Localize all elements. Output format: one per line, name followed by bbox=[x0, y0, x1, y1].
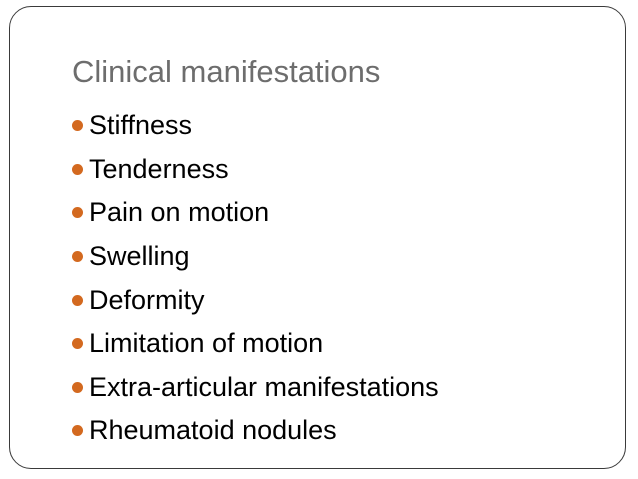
slide-title: Clinical manifestations bbox=[72, 54, 381, 89]
bullet-item-tenderness: Tenderness bbox=[72, 148, 439, 192]
bullet-label: Pain on motion bbox=[89, 197, 270, 228]
bullet-label: Rheumatoid nodules bbox=[89, 415, 337, 446]
bullet-icon bbox=[72, 381, 83, 393]
slide-frame bbox=[9, 6, 626, 469]
bullet-label: Tenderness bbox=[89, 153, 229, 184]
bullet-label: Stiffness bbox=[89, 110, 193, 141]
bullet-icon bbox=[72, 207, 83, 219]
bullet-icon bbox=[72, 163, 83, 175]
bullet-item-extra-articular: Extra-articular manifestations bbox=[72, 366, 439, 410]
bullet-label: Swelling bbox=[89, 241, 190, 272]
bullet-item-stiffness: Stiffness bbox=[72, 104, 439, 148]
bullet-icon bbox=[72, 338, 83, 350]
bullet-item-deformity: Deformity bbox=[72, 278, 439, 322]
bullet-item-rheumatoid-nodules: Rheumatoid nodules bbox=[72, 409, 439, 453]
bullet-label: Extra-articular manifestations bbox=[89, 371, 439, 402]
bullet-label: Deformity bbox=[89, 284, 205, 315]
bullet-icon bbox=[72, 294, 83, 306]
bullet-list: Stiffness Tenderness Pain on motion Swel… bbox=[72, 104, 439, 453]
bullet-icon bbox=[72, 425, 83, 437]
bullet-item-pain-on-motion: Pain on motion bbox=[72, 191, 439, 235]
bullet-item-swelling: Swelling bbox=[72, 235, 439, 279]
bullet-icon bbox=[72, 120, 83, 132]
bullet-label: Limitation of motion bbox=[89, 328, 324, 359]
bullet-icon bbox=[72, 251, 83, 263]
bullet-item-limitation-of-motion: Limitation of motion bbox=[72, 322, 439, 366]
